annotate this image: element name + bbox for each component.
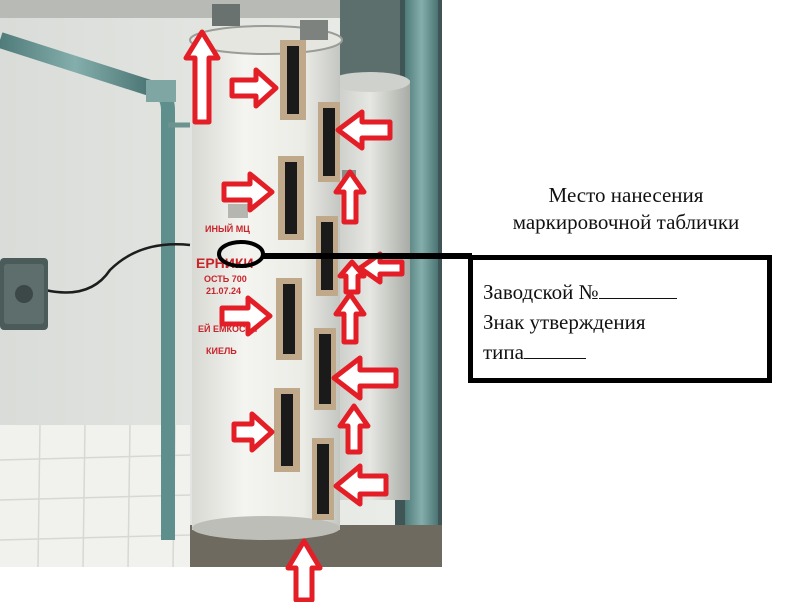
tank-label-text: КИЕЛЬ <box>206 346 237 356</box>
arrow-right-icon <box>219 295 273 337</box>
tank-label-text: 21.07.24 <box>206 286 241 296</box>
arrow-right-icon <box>221 171 275 213</box>
arrow-up-icon <box>285 538 323 602</box>
marking-plate-diagram: Заводской № Знак утверждения типа <box>468 255 772 383</box>
type-blank <box>523 340 586 359</box>
arrow-right-icon <box>231 411 275 453</box>
type-label: типа <box>483 340 524 364</box>
marking-location-marker <box>217 240 472 268</box>
annotation-arrows <box>183 29 405 602</box>
approval-mark-line: Знак утверждения <box>483 310 645 335</box>
serial-number-line: Заводской № <box>483 280 677 305</box>
caption-line: Место нанесения <box>548 183 704 207</box>
caption-line: маркировочной таблички <box>512 210 740 234</box>
arrow-up-icon <box>337 403 371 455</box>
type-line: типа <box>483 340 586 365</box>
arrow-up-icon <box>337 259 367 295</box>
arrow-right-icon <box>229 67 279 109</box>
tank-label-text: ИНЫЙ МЦ <box>205 223 250 234</box>
arrow-up-icon <box>333 169 367 225</box>
arrow-left-icon <box>333 463 389 507</box>
approval-mark-label: Знак утверждения <box>483 310 646 334</box>
tank-label-text: ЕЙ ЕМКОСТИ <box>198 323 257 334</box>
rear-tank <box>330 72 410 500</box>
serial-number-label: Заводской № <box>483 280 599 304</box>
tank-label-text: ОСТЬ 700 <box>204 274 247 284</box>
arrow-up-icon <box>333 291 367 345</box>
marking-location-caption: Место нанесения маркировочной таблички <box>470 182 782 236</box>
junction-box <box>0 258 48 330</box>
serial-number-blank <box>598 280 677 299</box>
arrow-left-icon <box>357 251 405 285</box>
arrow-left-icon <box>335 109 393 151</box>
arrow-up-icon <box>183 29 221 125</box>
arrow-left-icon <box>331 355 399 401</box>
pipes <box>0 32 191 540</box>
